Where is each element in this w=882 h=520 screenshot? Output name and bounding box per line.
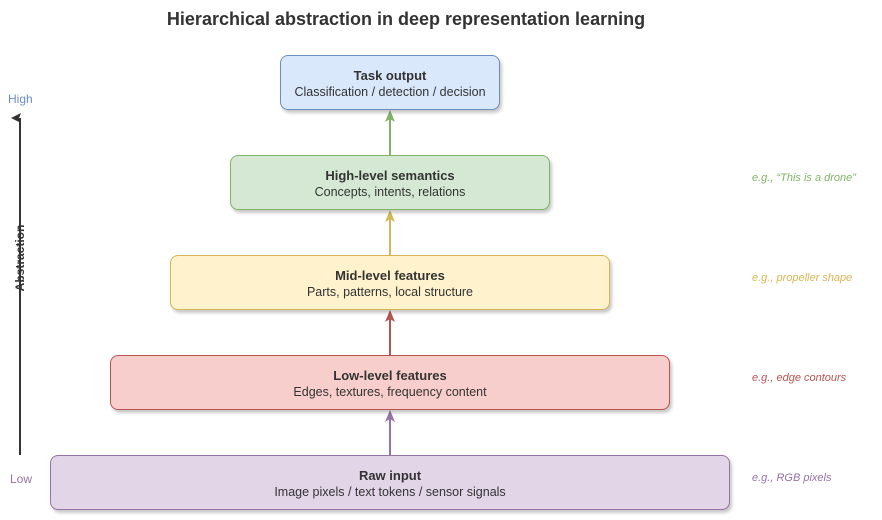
- layer-description: Concepts, intents, relations: [314, 185, 466, 199]
- example-raw-input: e.g., RGB pixels: [752, 472, 832, 484]
- axis-low-label: Low: [10, 472, 33, 486]
- layer-name: Task output: [353, 68, 427, 83]
- example-high-level: e.g., “This is a drone”: [752, 172, 856, 184]
- layer-description: Edges, textures, frequency content: [293, 385, 487, 399]
- axis-high-label: High: [8, 92, 33, 106]
- layer-low-level-features: Low-level features Edges, textures, freq…: [110, 355, 670, 410]
- layer-name: Mid-level features: [335, 268, 445, 283]
- layer-description: Image pixels / text tokens / sensor sign…: [274, 485, 506, 499]
- layer-name: Raw input: [358, 468, 422, 483]
- layer-high-level-semantics: High-level semantics Concepts, intents, …: [230, 155, 550, 210]
- diagram-title: Hierarchical abstraction in deep represe…: [166, 9, 646, 29]
- arrowhead-icon: [385, 310, 395, 322]
- layer-description: Parts, patterns, local structure: [306, 285, 474, 299]
- axis-title: Abstraction: [13, 224, 27, 292]
- example-low-level: e.g., edge contours: [752, 372, 847, 384]
- example-mid-level: e.g., propeller shape: [752, 272, 853, 284]
- layer-raw-input: Raw input Image pixels / text tokens / s…: [50, 455, 730, 510]
- arrowhead-icon: [385, 410, 395, 422]
- layer-task-output: Task output Classification / detection /…: [280, 55, 500, 110]
- arrowhead-icon: [385, 110, 395, 122]
- layer-name: High-level semantics: [325, 168, 455, 183]
- layer-name: Low-level features: [333, 368, 447, 383]
- arrowhead-icon: [385, 210, 395, 222]
- layer-mid-level-features: Mid-level features Parts, patterns, loca…: [170, 255, 610, 310]
- layer-description: Classification / detection / decision: [294, 85, 486, 99]
